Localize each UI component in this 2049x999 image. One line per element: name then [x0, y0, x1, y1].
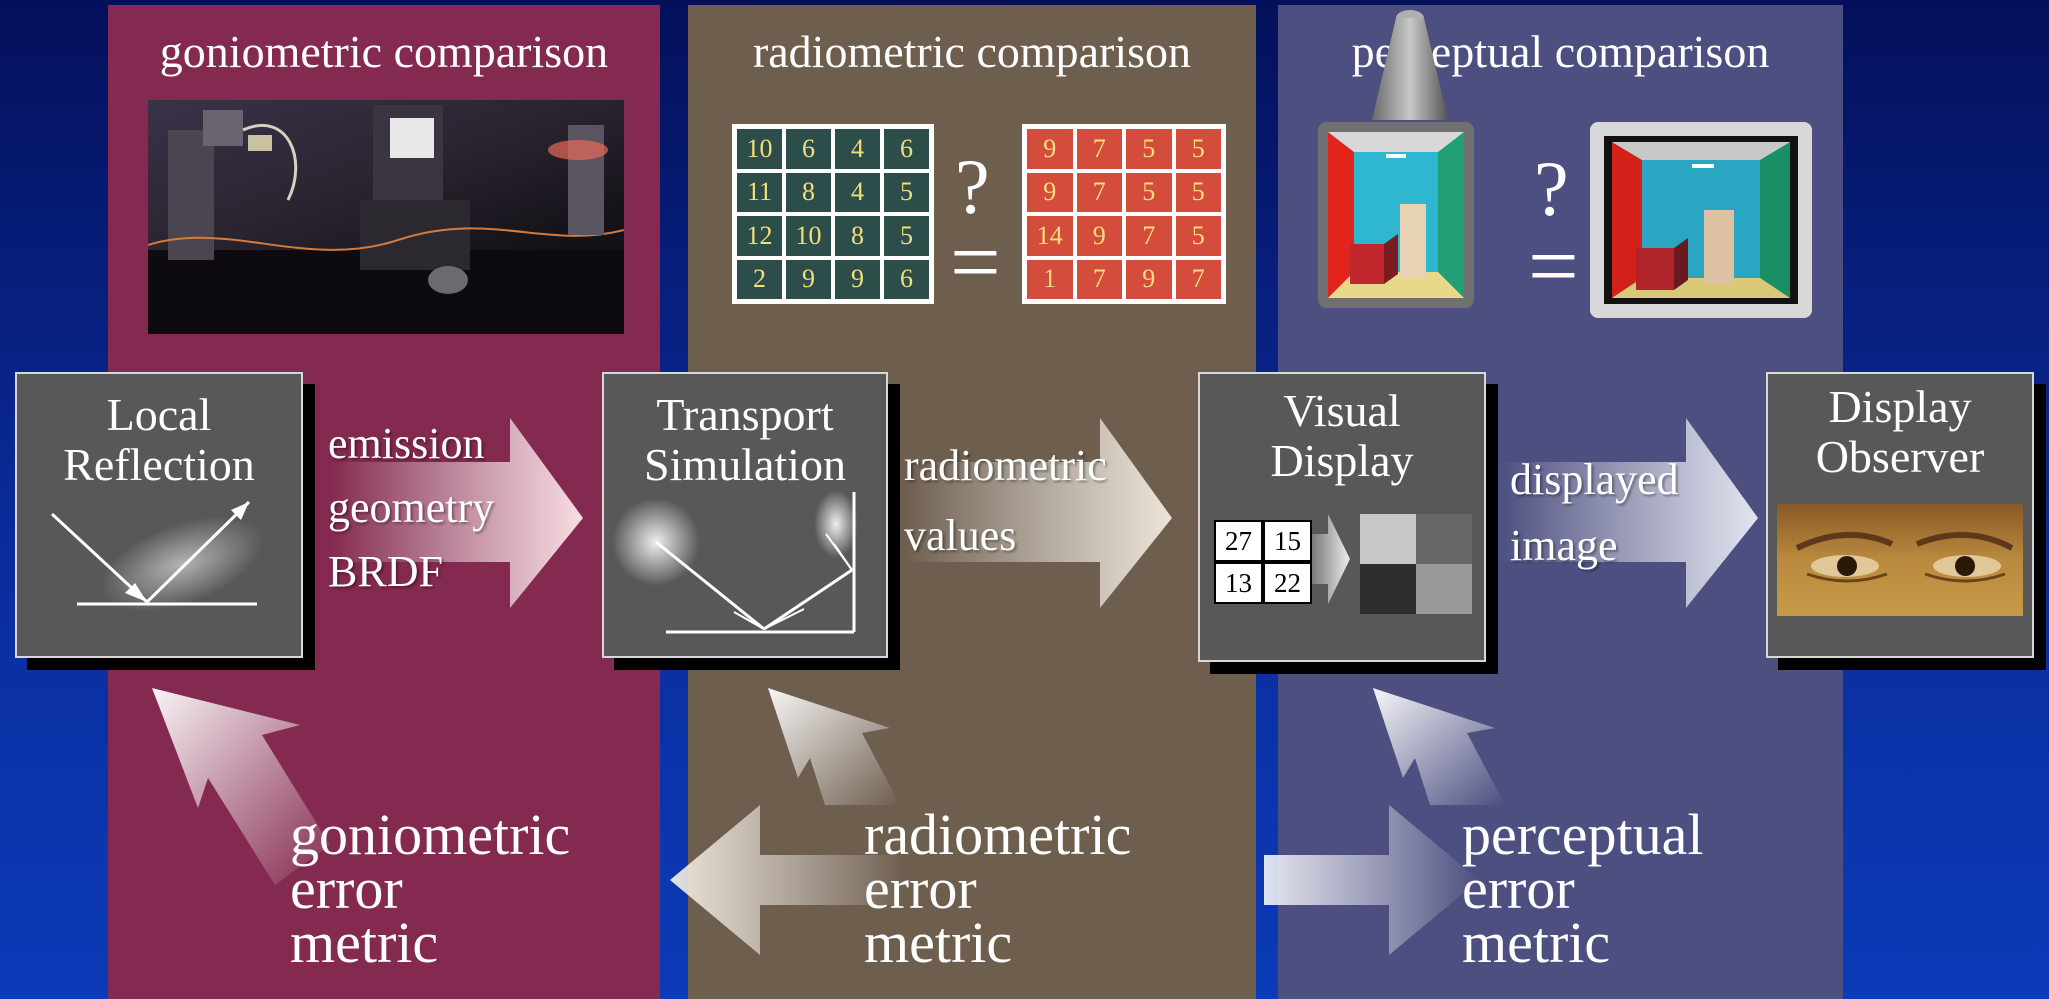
error-label-perceptual-1: perceptual: [1462, 802, 1704, 867]
observer-eyes-image: [1777, 504, 2023, 616]
grid-right-cell: 5: [1124, 127, 1174, 171]
transport-illustration: [612, 490, 858, 634]
grid-left-cell: 10: [735, 127, 784, 171]
grid-right-cell: 5: [1173, 214, 1223, 258]
local-reflection-line2: Reflection: [63, 439, 255, 490]
error-label-goniometric-3: metric: [290, 910, 439, 975]
local-reflection-line1: Local: [106, 389, 212, 440]
grid-left-cell: 12: [735, 214, 784, 258]
grid-left-cell: 5: [882, 214, 931, 258]
flow-arrow-radiometric: [905, 418, 1172, 608]
rendered-room-monitor: [1318, 122, 1474, 308]
question-mark-2: ?: [1534, 145, 1569, 232]
visual-display-line1: Visual: [1283, 385, 1401, 436]
grid-right-cell: 7: [1124, 214, 1174, 258]
grid-right-cell: 9: [1025, 127, 1075, 171]
gray-pixel-3: [1360, 564, 1416, 614]
gray-pixel-2: [1416, 514, 1472, 564]
error-arrow-gonio: [152, 688, 330, 885]
gray-pixel-4: [1416, 564, 1472, 614]
grid-left-cell: 4: [833, 127, 882, 171]
equals-sign-2: =: [1528, 217, 1579, 316]
error-label-goniometric-2: error: [290, 856, 403, 921]
grid-right-cell: 5: [1173, 170, 1223, 214]
error-arrow-radio-up: [768, 688, 900, 805]
equals-sign: =: [950, 213, 1001, 312]
grid-left-cell: 9: [833, 257, 882, 301]
grid-left-cell: 6: [784, 127, 833, 171]
radiometric-title: radiometric comparison: [752, 26, 1192, 77]
gonioreflectometer-photo: [147, 100, 625, 334]
local-reflection-box: Local Reflection: [15, 372, 303, 658]
error-label-radiometric-1: radiometric: [864, 802, 1132, 867]
grid-right-cell: 7: [1074, 127, 1124, 171]
error-label-radiometric-3: metric: [864, 910, 1013, 975]
display-value-2: 15: [1263, 520, 1312, 562]
lamp-illustration: [1370, 8, 1450, 120]
display-value-1: 27: [1214, 520, 1263, 562]
photograph-room-monitor: [1590, 122, 1812, 318]
transport-simulation-line2: Simulation: [644, 439, 846, 490]
grid-left-cell: 11: [735, 170, 784, 214]
error-arrow-radio-left: [670, 805, 905, 955]
grid-left-cell: 6: [882, 127, 931, 171]
flow-label-displayed: displayed: [1510, 455, 1679, 504]
flow-label-image: image: [1510, 521, 1618, 570]
flow-label-radiometric: radiometric: [904, 441, 1107, 490]
grid-right-cell: 7: [1074, 257, 1124, 301]
goniometric-title: goniometric comparison: [159, 26, 609, 77]
gray-pixel-1: [1360, 514, 1416, 564]
grid-right-cell: 5: [1173, 127, 1223, 171]
display-observer-line2: Observer: [1815, 431, 1985, 482]
flow-label-geometry: geometry: [328, 483, 495, 532]
grid-right-cell: 9: [1074, 214, 1124, 258]
question-mark: ?: [955, 143, 990, 230]
error-arrow-percep-up: [1373, 688, 1505, 805]
flow-arrow-displayed: [1500, 418, 1758, 608]
display-observer-box: Display Observer: [1766, 372, 2034, 658]
visual-display-line2: Display: [1270, 435, 1414, 486]
display-observer-line1: Display: [1828, 381, 1972, 432]
grid-left-cell: 5: [882, 170, 931, 214]
grid-left-cell: 8: [833, 214, 882, 258]
display-value-3: 13: [1214, 562, 1263, 604]
flow-label-values: values: [904, 511, 1017, 560]
grid-left-cell: 9: [784, 257, 833, 301]
reflection-illustration: [50, 500, 264, 612]
transport-simulation-line1: Transport: [656, 389, 834, 440]
grid-right-cell: 7: [1173, 257, 1223, 301]
grid-right-cell: 7: [1074, 170, 1124, 214]
grid-left-cell: 8: [784, 170, 833, 214]
error-label-perceptual-3: metric: [1462, 910, 1611, 975]
error-arrow-percep-left: [1264, 805, 1479, 955]
error-label-goniometric-1: goniometric: [290, 802, 571, 867]
flow-label-brdf: BRDF: [328, 547, 443, 596]
grid-right-cell: 9: [1025, 170, 1075, 214]
flow-arrow-emission: [330, 418, 583, 608]
grid-left-cell: 2: [735, 257, 784, 301]
error-label-perceptual-2: error: [1462, 856, 1575, 921]
transport-simulation-box: Transport Simulation: [602, 372, 888, 658]
grid-right-cell: 14: [1025, 214, 1075, 258]
grid-right-cell: 9: [1124, 257, 1174, 301]
grid-left-cell: 6: [882, 257, 931, 301]
grid-left-cell: 4: [833, 170, 882, 214]
error-label-radiometric-2: error: [864, 856, 977, 921]
grid-left-cell: 10: [784, 214, 833, 258]
flow-label-emission: emission: [328, 419, 485, 468]
grid-right-cell: 5: [1124, 170, 1174, 214]
grid-right-cell: 1: [1025, 257, 1075, 301]
visual-display-box: Visual Display 27 15 13 22: [1198, 372, 1486, 662]
display-value-4: 22: [1263, 562, 1312, 604]
